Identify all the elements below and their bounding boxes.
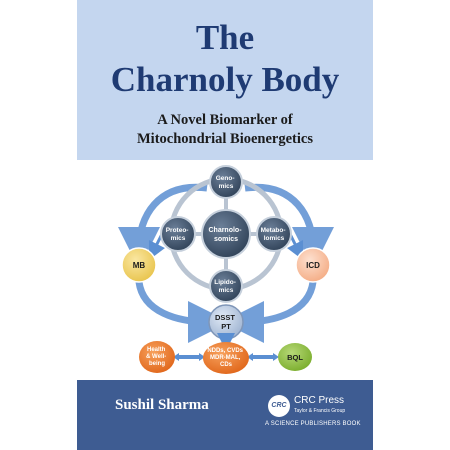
title-panel: The Charnoly Body A Novel Biomarker of M… <box>77 0 373 160</box>
genomics-label-1: Geno- <box>216 175 235 182</box>
arrow-icd-to-dsst <box>222 281 317 343</box>
svg-text:Charnolo- somics: Charnolo- somics <box>208 227 243 243</box>
lipidomics-node <box>209 269 243 303</box>
crc-press-logo-icon: CRC <box>268 395 290 417</box>
mb-node <box>121 247 157 283</box>
lipidomics-label-1: Lipido- <box>214 279 236 286</box>
icd-node <box>295 247 331 283</box>
ndds-label-1: NDDs, CVDs <box>207 348 243 354</box>
ndds-label-3: CDs <box>220 362 233 368</box>
bql-label: BQL <box>287 353 303 362</box>
author-name: Sushil Sharma <box>115 397 209 413</box>
ndds-node <box>203 342 249 374</box>
publisher-tagline: Taylor & Francis Group <box>294 408 346 414</box>
proteomics-label-2: mics <box>171 235 186 242</box>
genomics-label-2: mics <box>219 183 234 190</box>
bql-node <box>278 343 312 371</box>
health-label-1: Health <box>147 347 166 353</box>
metabolomics-label-1: Metabo- <box>261 227 286 234</box>
genomics-node <box>209 165 243 199</box>
arrow-health-ndds-left-head <box>173 353 179 361</box>
book-cover: The Charnoly Body A Novel Biomarker of M… <box>77 0 373 450</box>
book-subtitle-line1: A Novel Biomarker of <box>157 112 293 128</box>
svg-text:Metabo- lomics: Metabo- lomics <box>261 227 288 242</box>
omics-diagram: Charnolo- somics Geno- mics Proteo- mics… <box>118 165 334 374</box>
book-title-line2: Charnoly Body <box>110 60 340 99</box>
publisher-imprint: A SCIENCE PUBLISHERS BOOK <box>265 421 361 427</box>
health-node <box>139 341 175 373</box>
book-subtitle-line2: Mitochondrial Bioenergetics <box>137 131 313 147</box>
svg-text:NDDs, CVDs MDR-MAL,: NDDs, CVDs MDR-MAL, CDs <box>207 348 244 368</box>
arrow-ndds-bql-right-head <box>273 353 279 361</box>
icd-label: ICD <box>306 261 320 270</box>
dsst-label-2: PT <box>221 322 231 331</box>
lipidomics-label-2: mics <box>219 287 234 294</box>
svg-text:Health & Well- bei: Health & Well- being <box>146 347 168 367</box>
dsst-label-1: DSST <box>215 313 235 322</box>
svg-text:DSST PT: DSST PT <box>215 313 237 331</box>
health-label-3: being <box>149 361 165 367</box>
health-label-2: & Well- <box>146 354 166 360</box>
publisher-name: CRC Press <box>294 395 345 406</box>
svg-text:Proteo- mics: Proteo- mics <box>166 227 191 242</box>
charnolosomics-label-1: Charnolo- <box>208 227 242 234</box>
metabolomics-node <box>256 216 292 252</box>
arrow-mb-to-dsst <box>135 281 230 343</box>
proteomics-label-1: Proteo- <box>166 227 189 234</box>
svg-text:Lipido- mics: Lipido- mics <box>214 279 237 294</box>
charnolosomics-node <box>201 209 251 259</box>
charnolosomics-label-2: somics <box>214 236 238 243</box>
mb-label: MB <box>133 261 146 270</box>
ndds-label-2: MDR-MAL, <box>210 355 241 361</box>
proteomics-node <box>160 216 196 252</box>
arrow-ndds-bql-left-head <box>247 353 253 361</box>
metabolomics-label-2: lomics <box>264 235 285 242</box>
svg-text:Geno- mics: Geno- mics <box>216 175 237 190</box>
author-panel: Sushil Sharma CRC CRC Press Taylor & Fra… <box>77 380 373 450</box>
arrow-health-ndds-right-head <box>199 353 205 361</box>
book-title-line1: The <box>195 18 255 57</box>
